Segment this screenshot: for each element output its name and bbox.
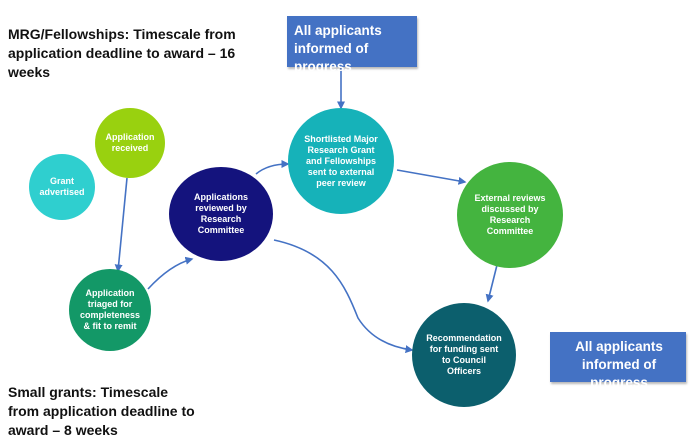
arrow-reviewed-to-recommendation bbox=[273, 239, 414, 354]
arrow-triaged-to-reviewed bbox=[147, 256, 194, 290]
small-grants-timescale-heading: Small grants: Timescale from application… bbox=[8, 384, 195, 438]
node-applications-reviewed: Applications reviewed by Research Commit… bbox=[169, 167, 273, 261]
node-application-received: Application received bbox=[95, 108, 165, 178]
arrow-external-to-recommendation bbox=[485, 264, 498, 303]
mrg-timescale-heading: MRG/Fellowships: Timescale from applicat… bbox=[8, 26, 236, 80]
notice-applicants-informed-top: All applicants informed of progress bbox=[287, 16, 417, 74]
arrow-received-to-triaged bbox=[114, 177, 128, 273]
arrow-reviewed-to-shortlisted bbox=[255, 160, 290, 175]
node-recommendation-for-funding: Recommendation for funding sent to Counc… bbox=[412, 303, 516, 407]
node-grant-advertised: Grant advertised bbox=[29, 154, 95, 220]
arrow-shortlisted-to-external bbox=[396, 169, 467, 185]
node-shortlisted-sent-to-peer-review: Shortlisted Major Research Grant and Fel… bbox=[288, 108, 394, 214]
node-application-triaged: Application triaged for completeness & f… bbox=[69, 269, 151, 351]
node-external-reviews-discussed: External reviews discussed by Research C… bbox=[457, 162, 563, 268]
notice-applicants-informed-bottom: All applicants informed of progress bbox=[550, 332, 686, 390]
